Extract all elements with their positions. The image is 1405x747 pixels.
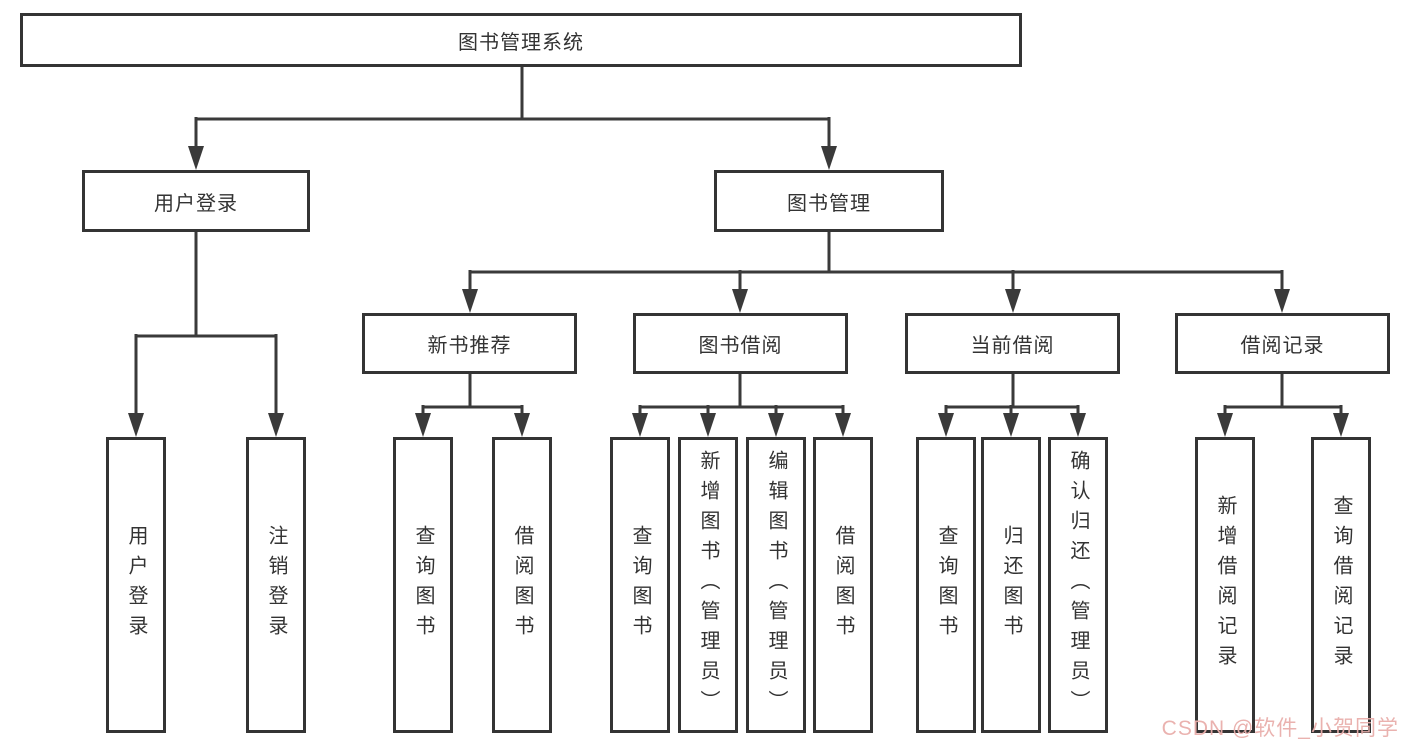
leaf-current-return-books: 归还图书 (981, 437, 1041, 733)
leaf-current-query-books: 查询图书 (916, 437, 976, 733)
leaf-borrow-borrow-books-label: 借阅图书 (832, 525, 854, 645)
leaf-logout: 注销登录 (246, 437, 306, 733)
leaf-newrec-query-books: 查询图书 (393, 437, 453, 733)
leaf-borrow-query-books: 查询图书 (610, 437, 670, 733)
node-book-borrow: 图书借阅 (633, 313, 848, 374)
arrowheads (128, 146, 1349, 437)
node-user-login: 用户登录 (82, 170, 310, 232)
leaf-borrow-add-books-admin: 新增图书（管理员） (678, 437, 738, 733)
leaf-records-add-record-label: 新增借阅记录 (1214, 495, 1236, 675)
node-current-borrow: 当前借阅 (905, 313, 1120, 374)
leaf-user-login: 用户登录 (106, 437, 166, 733)
leaf-newrec-query-books-label: 查询图书 (412, 525, 434, 645)
node-borrow-records-label: 借阅记录 (1240, 335, 1325, 357)
leaf-records-query-record-label: 查询借阅记录 (1330, 495, 1352, 675)
leaf-logout-label: 注销登录 (265, 525, 287, 645)
node-new-book-recommend: 新书推荐 (362, 313, 577, 374)
csdn-watermark: CSDN @软件_小贺同学 (1161, 717, 1399, 740)
node-book-management: 图书管理 (714, 170, 944, 232)
leaf-current-return-books-label: 归还图书 (1000, 525, 1022, 645)
node-book-management-label: 图书管理 (787, 192, 871, 215)
leaf-newrec-borrow-books: 借阅图书 (492, 437, 552, 733)
node-current-borrow-label: 当前借阅 (970, 335, 1055, 357)
node-borrow-records: 借阅记录 (1175, 313, 1390, 374)
leaf-borrow-add-books-admin-label: 新增图书（管理员） (697, 450, 719, 720)
leaf-current-query-books-label: 查询图书 (935, 525, 957, 645)
leaf-newrec-borrow-books-label: 借阅图书 (511, 525, 533, 645)
node-root: 图书管理系统 (20, 13, 1022, 67)
leaf-borrow-edit-books-admin-label: 编辑图书（管理员） (765, 450, 787, 720)
leaf-current-confirm-return-admin: 确认归还（管理员） (1048, 437, 1108, 733)
leaf-current-confirm-return-admin-label: 确认归还（管理员） (1067, 450, 1089, 720)
leaf-borrow-query-books-label: 查询图书 (629, 525, 651, 645)
leaf-borrow-edit-books-admin: 编辑图书（管理员） (746, 437, 806, 733)
leaf-records-add-record: 新增借阅记录 (1195, 437, 1255, 733)
node-book-borrow-label: 图书借阅 (698, 335, 783, 357)
leaf-borrow-borrow-books: 借阅图书 (813, 437, 873, 733)
node-root-label: 图书管理系统 (458, 31, 584, 54)
leaf-records-query-record: 查询借阅记录 (1311, 437, 1371, 733)
leaf-user-login-label: 用户登录 (125, 525, 147, 645)
node-new-book-recommend-label: 新书推荐 (427, 335, 512, 357)
node-user-login-label: 用户登录 (154, 192, 238, 215)
